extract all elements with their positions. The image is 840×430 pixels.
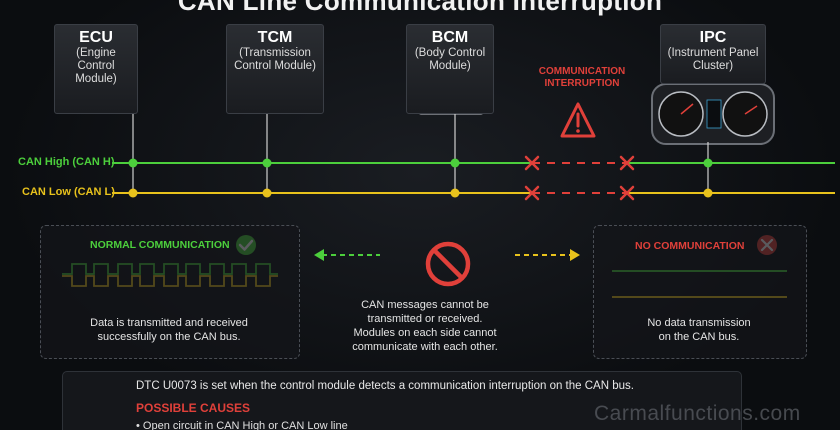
- interruption-label-line-1: COMMUNICATION: [538, 66, 626, 77]
- normal-text-line-1: Data is transmitted and received: [90, 317, 248, 329]
- bcm-full-name-2: Module): [429, 60, 471, 72]
- right-arrow-icon: [515, 249, 580, 261]
- explanation-line-4: communicate with each other.: [352, 341, 498, 353]
- watermark: Carmalfunctions.com: [594, 402, 801, 425]
- ecu-full-name-2: Module): [75, 73, 117, 85]
- no-communication-text: No data transmission on the CAN bus.: [600, 316, 798, 344]
- normal-communication-title: NORMAL COMMUNICATION: [90, 239, 230, 251]
- dtc-description: DTC U0073 is set when the control module…: [136, 380, 634, 392]
- page-title: CAN Line Communication Interruption: [177, 0, 663, 16]
- tcm-module: TCM (Transmission Control Module): [226, 24, 324, 114]
- interruption-label: COMMUNICATION INTERRUPTION: [527, 66, 637, 90]
- normal-communication-panel: [40, 225, 300, 359]
- ipc-full-name-1: (Instrument Panel: [667, 47, 759, 59]
- no-communication-panel: [593, 225, 807, 359]
- cluster-image: [651, 83, 775, 145]
- interruption-label-line-2: INTERRUPTION: [544, 78, 620, 89]
- ecu-abbr: ECU: [79, 29, 113, 46]
- cause-item: • Open circuit in CAN High or CAN Low li…: [136, 420, 348, 430]
- left-arrow-icon: [314, 249, 380, 261]
- ecu-module: ECU (Engine Control Module): [54, 24, 138, 114]
- no-communication-title: NO COMMUNICATION: [635, 240, 745, 252]
- no-comm-text-line-2: on the CAN bus.: [658, 331, 740, 343]
- ipc-full-name-2: Cluster): [692, 60, 734, 72]
- bcm-abbr: BCM: [431, 29, 469, 46]
- prohibited-icon: [425, 241, 471, 287]
- warning-icon: [560, 102, 596, 138]
- explanation-line-2: transmitted or received.: [367, 313, 483, 325]
- ipc-module: IPC (Instrument Panel Cluster): [660, 24, 766, 84]
- break-x-icon: [524, 155, 635, 201]
- normal-text-line-2: successfully on the CAN bus.: [97, 331, 241, 343]
- can-low-label: CAN Low (CAN L): [22, 186, 115, 198]
- bcm-full-name-1: (Body Control: [414, 47, 486, 59]
- tcm-full-name-2: Control Module): [234, 60, 316, 72]
- bcm-module: BCM (Body Control Module): [406, 24, 494, 114]
- no-comm-text-line-1: No data transmission: [647, 317, 751, 329]
- ipc-abbr: IPC: [699, 29, 727, 46]
- normal-communication-text: Data is transmitted and received success…: [50, 316, 288, 344]
- can-high-label: CAN High (CAN H): [18, 156, 115, 168]
- tcm-full-name-1: (Transmission: [239, 47, 311, 59]
- interruption-explanation: CAN messages cannot be transmitted or re…: [350, 298, 500, 354]
- possible-causes-title: POSSIBLE CAUSES: [136, 401, 251, 415]
- tcm-abbr: TCM: [257, 29, 293, 46]
- ecu-full-name-1: (Engine Control: [76, 47, 116, 72]
- explanation-line-3: Modules on each side cannot: [353, 327, 497, 339]
- explanation-line-1: CAN messages cannot be: [361, 299, 489, 311]
- dtc-info-box: DTC U0073 is set when the control module…: [62, 371, 742, 430]
